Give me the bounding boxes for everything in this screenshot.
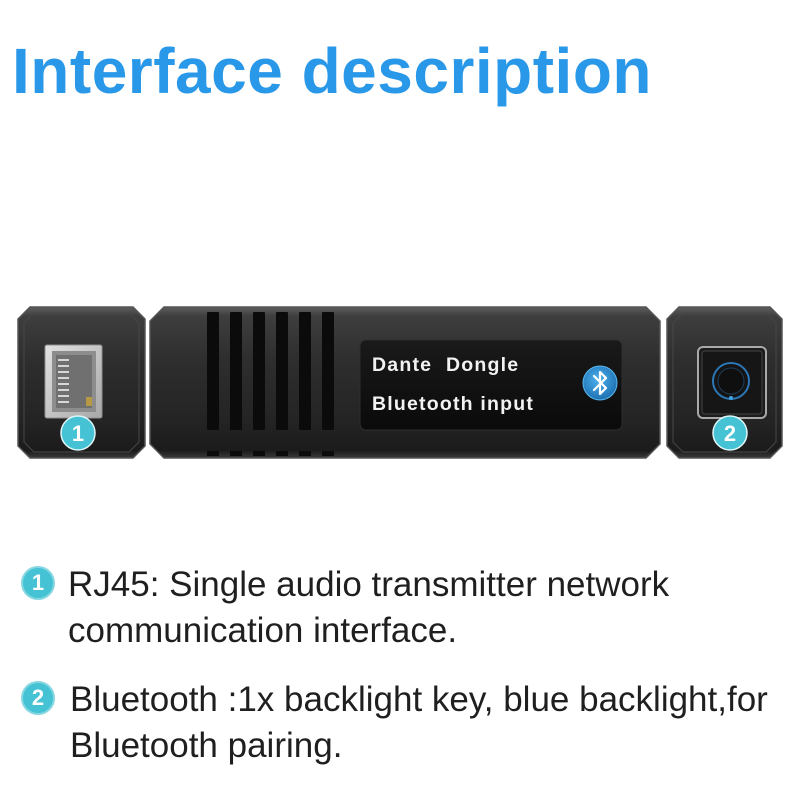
vent-slot bbox=[322, 312, 334, 430]
vent-slot-foot bbox=[276, 451, 288, 456]
description-bluetooth: Bluetooth :1x backlight key, blue backli… bbox=[70, 677, 768, 769]
label-product: Dongle bbox=[446, 354, 519, 376]
label-brand: Dante bbox=[372, 354, 432, 376]
left-cap-inner-edge bbox=[23, 312, 140, 453]
left-end-cap: 1 bbox=[17, 306, 146, 459]
dante-dongle-device: 1 Dante Dongle Bluetooth input bbox=[17, 306, 783, 459]
description-badge-2: 2 bbox=[21, 681, 55, 715]
vent-slot-foot bbox=[207, 451, 219, 456]
vent-slot bbox=[230, 312, 242, 430]
description-rj45-line-1: RJ45: Single audio transmitter network bbox=[68, 565, 670, 604]
page-title: Interface description bbox=[12, 35, 652, 107]
vent-slot bbox=[207, 312, 219, 430]
callout-badge-2-number: 2 bbox=[724, 421, 736, 446]
main-body: Dante Dongle Bluetooth input bbox=[149, 306, 661, 459]
description-rj45: RJ45: Single audio transmitter network c… bbox=[68, 562, 669, 654]
callout-badge-1 bbox=[60, 415, 96, 451]
description-bluetooth-line-2: Bluetooth pairing. bbox=[70, 726, 343, 765]
callout-badge-1-number: 1 bbox=[72, 421, 84, 446]
vent-slot-foot bbox=[253, 451, 265, 456]
description-badge-1: 1 bbox=[21, 566, 55, 600]
label-function: Bluetooth input bbox=[372, 393, 534, 415]
vent-slots bbox=[207, 312, 334, 456]
right-end-cap: 2 bbox=[666, 306, 783, 459]
vent-slot-foot bbox=[299, 451, 311, 456]
vent-slot bbox=[299, 312, 311, 430]
backlight-key-icon bbox=[697, 346, 767, 419]
right-cap-inner-edge bbox=[672, 312, 777, 453]
description-rj45-line-2: communication interface. bbox=[68, 611, 458, 650]
bluetooth-icon bbox=[582, 365, 618, 401]
callout-badge-2 bbox=[712, 415, 748, 451]
vent-slot bbox=[253, 312, 265, 430]
description-bluetooth-line-1: Bluetooth :1x backlight key, blue backli… bbox=[70, 680, 768, 719]
vent-slot-foot bbox=[322, 451, 334, 456]
rj45-port-icon bbox=[44, 344, 103, 419]
vent-slot-foot bbox=[230, 451, 242, 456]
vent-slot bbox=[276, 312, 288, 430]
label-panel bbox=[359, 339, 623, 431]
